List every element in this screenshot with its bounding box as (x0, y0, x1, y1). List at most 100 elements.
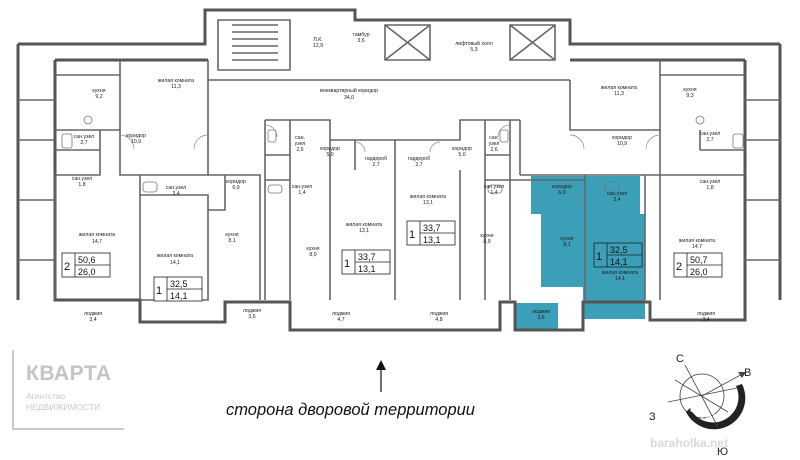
compass-west: З (649, 411, 656, 423)
compass-icon: С В З Ю (649, 353, 751, 458)
apartment-box-2[interactable]: 1 32,5 14,1 (153, 276, 203, 302)
svg-text:лоджия: лоджия (332, 311, 350, 317)
svg-text:13,1: 13,1 (359, 228, 369, 234)
svg-text:50,6: 50,6 (78, 255, 96, 265)
svg-text:3,4: 3,4 (172, 191, 179, 197)
svg-text:1,4: 1,4 (490, 190, 497, 196)
svg-text:сан.узел: сан.узел (72, 176, 92, 182)
svg-text:3,6: 3,6 (248, 314, 255, 320)
svg-text:гардероб: гардероб (365, 156, 387, 162)
svg-text:кухня: кухня (560, 236, 573, 242)
svg-text:узел: узел (295, 141, 306, 147)
svg-text:сан.узел: сан.узел (607, 191, 627, 197)
svg-text:лоджия: лоджия (84, 311, 102, 317)
door-swings (119, 124, 661, 211)
svg-text:13,1: 13,1 (423, 200, 433, 206)
svg-text:33,7: 33,7 (423, 223, 441, 233)
svg-text:2,7: 2,7 (415, 162, 422, 168)
svg-text:26,0: 26,0 (78, 267, 96, 277)
svg-text:6,9: 6,9 (558, 190, 565, 196)
svg-text:1: 1 (409, 229, 415, 241)
svg-text:10,9: 10,9 (131, 139, 141, 145)
apartment-box-1[interactable]: 2 50,6 26,0 (61, 252, 111, 278)
svg-text:внеквартирный коридор: внеквартирный коридор (320, 87, 378, 94)
svg-text:сан.узел: сан.узел (74, 134, 94, 140)
svg-text:Л.К.: Л.К. (313, 37, 322, 43)
compass-east: В (744, 367, 751, 379)
inner-walls (18, 19, 780, 301)
svg-text:жилая комната: жилая комната (679, 238, 715, 244)
svg-text:жилая комната: жилая комната (602, 270, 638, 276)
svg-text:33,7: 33,7 (358, 252, 376, 262)
svg-text:8,1: 8,1 (563, 242, 570, 248)
svg-text:сан.: сан. (295, 135, 305, 141)
svg-text:14,1: 14,1 (615, 276, 625, 282)
svg-text:8,9: 8,9 (483, 239, 490, 245)
svg-text:8,9: 8,9 (309, 252, 316, 258)
svg-text:12,9: 12,9 (313, 43, 323, 49)
svg-text:жилая комната: жилая комната (346, 222, 382, 228)
svg-text:узел: узел (489, 141, 500, 147)
svg-text:коридор: коридор (126, 133, 146, 139)
svg-text:жилая комната: жилая комната (79, 232, 115, 238)
svg-text:сан.узел: сан.узел (700, 179, 720, 185)
svg-text:2,6: 2,6 (490, 147, 497, 153)
svg-text:1: 1 (344, 258, 350, 270)
svg-text:3,6: 3,6 (357, 38, 364, 44)
svg-text:лоджия: лоджия (430, 311, 448, 317)
svg-text:3,4: 3,4 (89, 317, 96, 323)
svg-text:9,3: 9,3 (686, 93, 693, 99)
svg-text:жилая комната: жилая комната (158, 78, 194, 84)
svg-text:5,0: 5,0 (458, 152, 465, 158)
up-arrow-icon (376, 360, 386, 392)
apartment-box-4[interactable]: 1 33,7 13,1 (406, 220, 456, 246)
svg-text:лоджия: лоджия (697, 311, 715, 317)
svg-text:4,8: 4,8 (435, 317, 442, 323)
svg-text:11,3: 11,3 (171, 84, 181, 90)
svg-text:9,2: 9,2 (95, 94, 102, 100)
svg-text:жилая комната: жилая комната (157, 253, 193, 259)
room-kitchen-left: кухня (92, 88, 105, 94)
svg-text:14,7: 14,7 (692, 244, 702, 250)
compass-south: Ю (717, 446, 728, 458)
svg-text:2,6: 2,6 (296, 147, 303, 153)
svg-text:коридор: коридор (452, 146, 472, 152)
svg-text:32,5: 32,5 (170, 279, 188, 289)
svg-text:5,3: 5,3 (470, 47, 477, 53)
svg-text:3,4: 3,4 (613, 197, 620, 203)
svg-text:1: 1 (596, 251, 602, 263)
svg-text:жилая комната: жилая комната (601, 85, 637, 91)
svg-text:коридор: коридор (612, 135, 632, 141)
svg-text:14,1: 14,1 (170, 260, 180, 266)
svg-text:32,5: 32,5 (610, 245, 628, 255)
svg-text:1,4: 1,4 (298, 190, 305, 196)
logo-line2: НЕДВИЖИМОСТИ (26, 402, 101, 412)
agency-logo: КВАРТА Агентство НЕДВИЖИМОСТИ (12, 350, 136, 438)
svg-text:14,1: 14,1 (170, 291, 188, 301)
svg-text:кухня: кухня (480, 233, 493, 239)
svg-text:13,1: 13,1 (358, 264, 376, 274)
svg-text:2,7: 2,7 (372, 162, 379, 168)
svg-text:2: 2 (676, 261, 682, 273)
svg-text:10,9: 10,9 (617, 141, 627, 147)
svg-text:лифтовый холл: лифтовый холл (455, 40, 492, 47)
apartment-box-5[interactable]: 1 32,5 14,1 (593, 242, 643, 268)
svg-text:14,1: 14,1 (610, 257, 628, 267)
svg-text:гардероб: гардероб (408, 156, 430, 162)
svg-text:сан.узел: сан.узел (484, 184, 504, 190)
svg-text:коридор: коридор (552, 184, 572, 190)
fixtures (61, 115, 744, 194)
svg-text:11,3: 11,3 (614, 91, 624, 97)
svg-text:3,4: 3,4 (702, 317, 709, 323)
svg-text:5,0: 5,0 (326, 152, 333, 158)
svg-text:коридор: коридор (226, 179, 246, 185)
svg-text:кухня: кухня (306, 246, 319, 252)
svg-text:2,7: 2,7 (706, 137, 713, 143)
svg-text:1,8: 1,8 (706, 185, 713, 191)
apartment-box-6[interactable]: 2 50,7 26,0 (673, 252, 723, 278)
compass-north: С (676, 353, 684, 365)
svg-text:26,0: 26,0 (690, 267, 708, 277)
apartment-box-3[interactable]: 1 33,7 13,1 (341, 249, 391, 275)
watermark: baraholka.net (650, 436, 729, 450)
